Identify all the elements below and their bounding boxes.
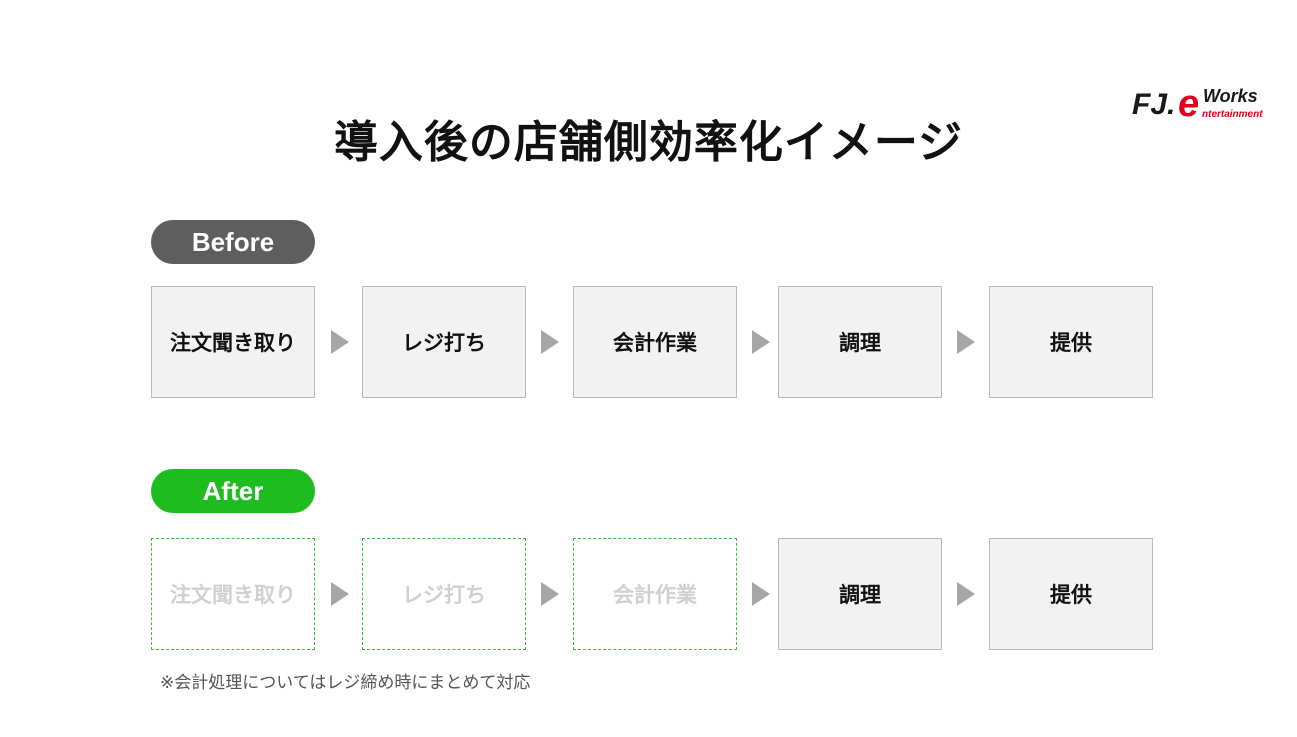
before-step-register: レジ打ち [362, 286, 526, 398]
logo-works-text: Works [1203, 86, 1258, 106]
logo-e-letter: e [1178, 83, 1199, 122]
before-step-cooking: 調理 [778, 286, 942, 398]
before-label: Before [151, 220, 315, 264]
company-logo: FJ. e Works ntertainment [1132, 83, 1263, 122]
before-step-checkout: 会計作業 [573, 286, 737, 398]
arrow-right-icon [752, 330, 770, 354]
after-label: After [151, 469, 315, 513]
after-step-order-taking: 注文聞き取り [151, 538, 315, 650]
arrow-right-icon [957, 582, 975, 606]
after-step-register: レジ打ち [362, 538, 526, 650]
after-step-cooking: 調理 [778, 538, 942, 650]
arrow-right-icon [957, 330, 975, 354]
logo-main-text: FJ. [1132, 88, 1175, 121]
after-step-checkout: 会計作業 [573, 538, 737, 650]
arrow-right-icon [752, 582, 770, 606]
arrow-right-icon [541, 330, 559, 354]
before-step-order-taking: 注文聞き取り [151, 286, 315, 398]
footnote: ※会計処理についてはレジ締め時にまとめて対応 [160, 673, 531, 693]
page-title: 導入後の店舗側効率化イメージ [333, 117, 964, 168]
arrow-right-icon [331, 330, 349, 354]
after-step-serving: 提供 [989, 538, 1153, 650]
before-step-serving: 提供 [989, 286, 1153, 398]
arrow-right-icon [331, 582, 349, 606]
arrow-right-icon [541, 582, 559, 606]
logo-entertainment-text: ntertainment [1202, 109, 1263, 120]
